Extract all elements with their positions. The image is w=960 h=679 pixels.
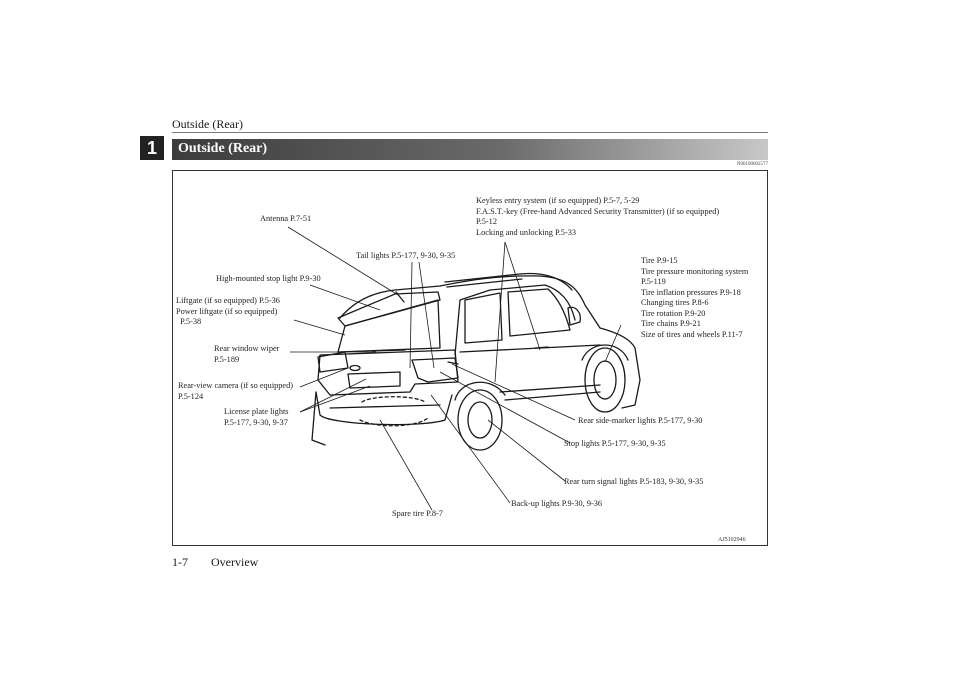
figure-code: AJ5102946 — [718, 537, 746, 543]
label-tail-lights: Tail lights P.5-177, 9-30, 9-35 — [356, 251, 456, 260]
label-tire: Tire P.9-15 Tire pressure monitoring sys… — [641, 256, 749, 339]
label-back-up-lights: Back-up lights P.9-30, 9-36 — [511, 499, 603, 508]
label-spare-tire: Spare tire P.8-7 — [392, 509, 443, 518]
label-liftgate: Liftgate (if so equipped) P.5-36 Power l… — [176, 296, 280, 326]
footer-section: Overview — [211, 555, 259, 569]
label-keyless-entry: Keyless entry system (if so equipped) P.… — [476, 196, 720, 237]
chapter-tab: 1 — [140, 136, 164, 160]
doc-code: N00100602577 — [736, 162, 768, 167]
page-number: 1-7 — [172, 555, 188, 569]
running-head: Outside (Rear) — [172, 117, 243, 131]
label-stop-lights: Stop lights P.5-177, 9-30, 9-35 — [564, 439, 666, 448]
section-bar — [172, 139, 768, 160]
label-high-mounted-stop-light: High-mounted stop light P.9-30 — [216, 274, 321, 283]
label-rear-view-camera: Rear-view camera (if so equipped) P.5-12… — [178, 381, 294, 401]
label-license-plate-lights: License plate lights P.5-177, 9-30, 9-37 — [224, 407, 289, 427]
label-antenna: Antenna P.7-51 — [260, 214, 312, 223]
label-rear-window-wiper: Rear window wiper P.5-189 — [214, 344, 280, 364]
label-rear-side-marker-lights: Rear side-marker lights P.5-177, 9-30 — [578, 416, 703, 425]
section-title: Outside (Rear) — [178, 141, 268, 156]
header-rule — [172, 132, 768, 133]
figure-frame — [172, 170, 768, 546]
label-rear-turn-signal-lights: Rear turn signal lights P.5-183, 9-30, 9… — [564, 477, 704, 486]
